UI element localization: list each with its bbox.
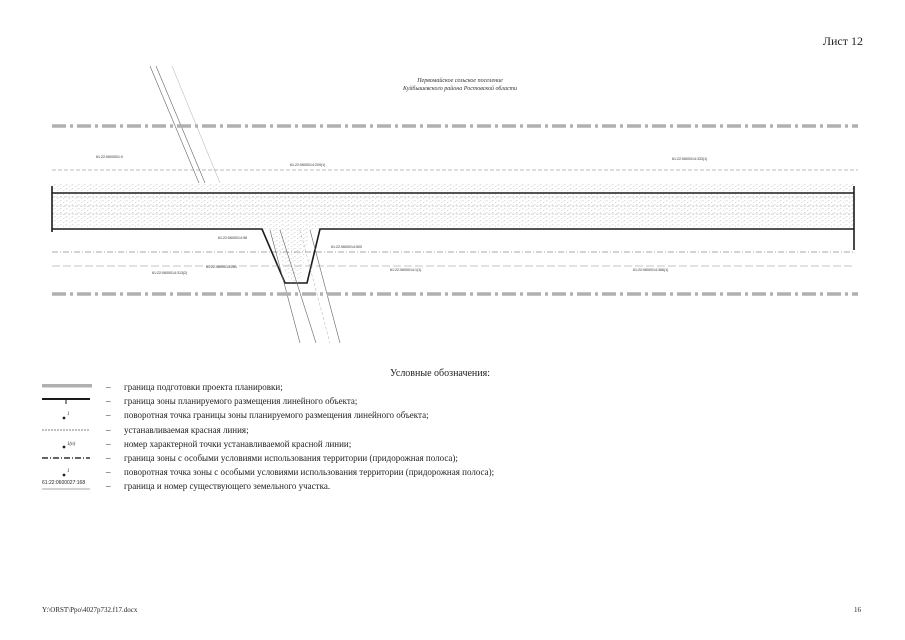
legend-text: граница зоны планируемого размещения лин… [124,396,358,407]
legend-dash: – [106,452,111,463]
legend-text: граница зоны с особыми условиями использ… [124,452,458,463]
footer-page-number: 16 [854,606,861,614]
legend-text: граница подготовки проекта планировки; [124,382,283,392]
region-caption: Первомайское сельское поселение Куйбышев… [330,77,590,93]
planning-boundary-symbol [42,384,92,388]
special-point-symbol: 1 [62,469,70,477]
parcel-label: 61:22:0600014:333(1) [672,157,707,161]
legend-text: поворотная точка границы зоны планируемо… [124,410,429,421]
crossing-road-south [268,229,341,344]
legend-item: – граница зоны с особыми условиями испол… [40,452,640,466]
legend-item: 61:22:0600027:168 – граница и номер суще… [40,480,640,494]
legend-item: – устанавливаемая красная линия; [40,424,640,438]
legend-item: 1 – поворотная точка зоны с особыми усло… [40,466,640,480]
turn-point-symbol: 1 [62,412,70,420]
legend-dash: – [106,424,111,435]
legend-title: Условные обозначения: [390,368,491,379]
footer-path: Y:\ORST\Ppo\4027p732.f17.docx [42,606,138,614]
sheet-label: Лист 12 [822,34,863,48]
legend-dash: – [106,438,111,449]
red-line-symbol [42,429,90,430]
svg-text:1(n): 1(n) [67,442,76,447]
legend-dash: – [106,382,111,392]
parcel-label: 61:22:0600014:98 [218,236,247,240]
legend-item: – граница зоны планируемого размещения л… [40,395,640,409]
legend-item: 1 – поворотная точка границы зоны планир… [40,409,640,423]
svg-text:1: 1 [67,469,70,474]
parcel-label: 61:22:0600014:209(1) [290,163,325,167]
zone-boundary-symbol [42,398,90,405]
parcel-label: 61:22:0600001:0 [96,155,123,159]
special-zone-symbol [42,457,90,459]
legend-item: 1(n) – номер характерной точки устанавли… [40,438,640,452]
legend-dash: – [106,467,111,478]
legend: – граница подготовки проекта планировки;… [40,381,640,495]
legend-text: граница и номер существующего земельного… [124,481,331,492]
red-line-point-symbol: 1(n) [62,442,76,449]
region-caption-line2: Куйбышевского района Ростовской области [403,86,517,92]
parcel-label: 61:22:0600014:313(2) [152,271,187,275]
parcel-sample-label: 61:22:0600027:168 [42,480,85,486]
svg-text:1: 1 [67,412,70,417]
legend-dash: – [106,396,111,407]
parcel-label: 61:22:0600014:1(1) [390,268,421,272]
parcel-labels: 61:22:0600001:0 61:22:0600014:209(1) 61:… [96,155,707,275]
legend-dash: – [106,410,111,421]
legend-item: – граница подготовки проекта планировки; [40,381,640,395]
parcel-symbol: 61:22:0600027:168 [42,480,90,490]
parcel-label: 61:22:0600014:366(1) [633,268,668,272]
legend-text: поворотная точка зоны с особыми условиям… [124,467,495,478]
planning-drawing: 61:22:0600001:0 61:22:0600014:209(1) 61:… [51,65,858,344]
legend-text: устанавливаемая красная линия; [124,424,249,435]
legend-dash: – [106,481,111,492]
region-caption-line1: Первомайское сельское поселение [417,78,503,84]
parcel-label: 61:22:0600014:500 [331,245,362,249]
parcel-label: 61:22:0600014:281 [206,265,237,269]
legend-text: номер характерной точки устанавливаемой … [124,438,352,449]
road-band [52,184,854,230]
